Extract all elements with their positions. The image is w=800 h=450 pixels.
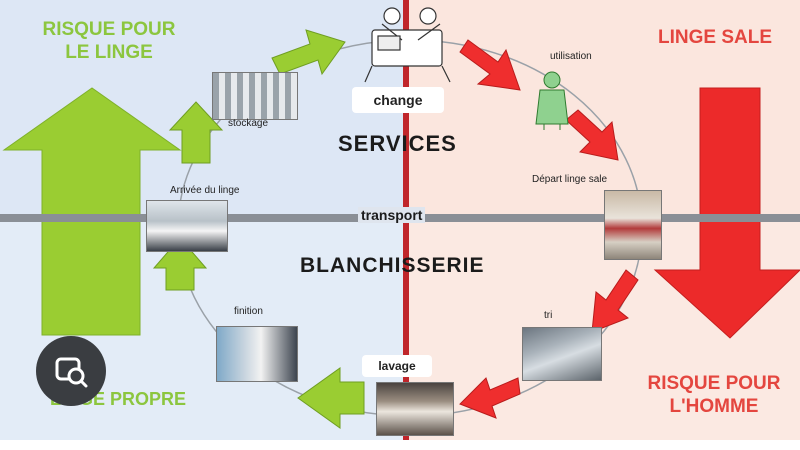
photo-stockage — [212, 72, 298, 120]
photo-lavage — [376, 382, 454, 436]
node-stockage-label: stockage — [228, 118, 269, 129]
red-arrow-to-lavage — [459, 377, 521, 419]
photo-arrivee — [146, 200, 228, 252]
node-change-label: change — [352, 87, 444, 113]
green-arrow-to-arrivee — [152, 237, 208, 291]
green-arrow-to-change — [271, 29, 346, 76]
zone-services: SERVICES — [338, 131, 457, 156]
zone-blanchisserie: BLANCHISSERIE — [300, 254, 485, 277]
corner-risque-linge: RISQUE POUR LE LINGE — [8, 18, 210, 64]
image-search-icon — [55, 357, 88, 388]
corner-risque-linge-line2: LE LINGE — [65, 42, 153, 63]
corner-risque-homme-line2: L'HOMME — [669, 396, 759, 417]
corner-risque-homme-line1: RISQUE POUR — [647, 373, 781, 394]
red-arrow-from-change — [459, 39, 521, 91]
image-search-button[interactable] — [36, 336, 106, 406]
corner-risque-linge-line1: RISQUE POUR — [42, 19, 176, 40]
big-green-up-arrow — [2, 87, 182, 336]
corner-linge-sale: LINGE SALE — [657, 27, 772, 48]
green-arrow-to-stockage — [168, 101, 224, 164]
photo-tri — [522, 327, 602, 381]
node-arrivee-label: Arrivée du linge — [170, 185, 240, 196]
green-arrow-from-lavage — [297, 367, 365, 429]
node-depart-label: Départ linge sale — [532, 174, 608, 185]
corner-risque-homme: RISQUE POUR L'HOMME — [628, 372, 800, 418]
photo-depart — [604, 190, 662, 260]
red-arrow-to-tri — [591, 269, 639, 333]
red-arrow-to-depart — [565, 109, 619, 161]
node-lavage-label: lavage — [362, 355, 432, 377]
photo-finition — [216, 326, 298, 382]
node-utilisation-label: utilisation — [550, 51, 592, 62]
divider-transport: transport — [358, 207, 426, 223]
node-tri-label: tri — [544, 310, 553, 321]
bottom-margin — [0, 440, 800, 450]
big-red-down-arrow — [653, 87, 800, 339]
node-finition-label: finition — [234, 306, 263, 317]
